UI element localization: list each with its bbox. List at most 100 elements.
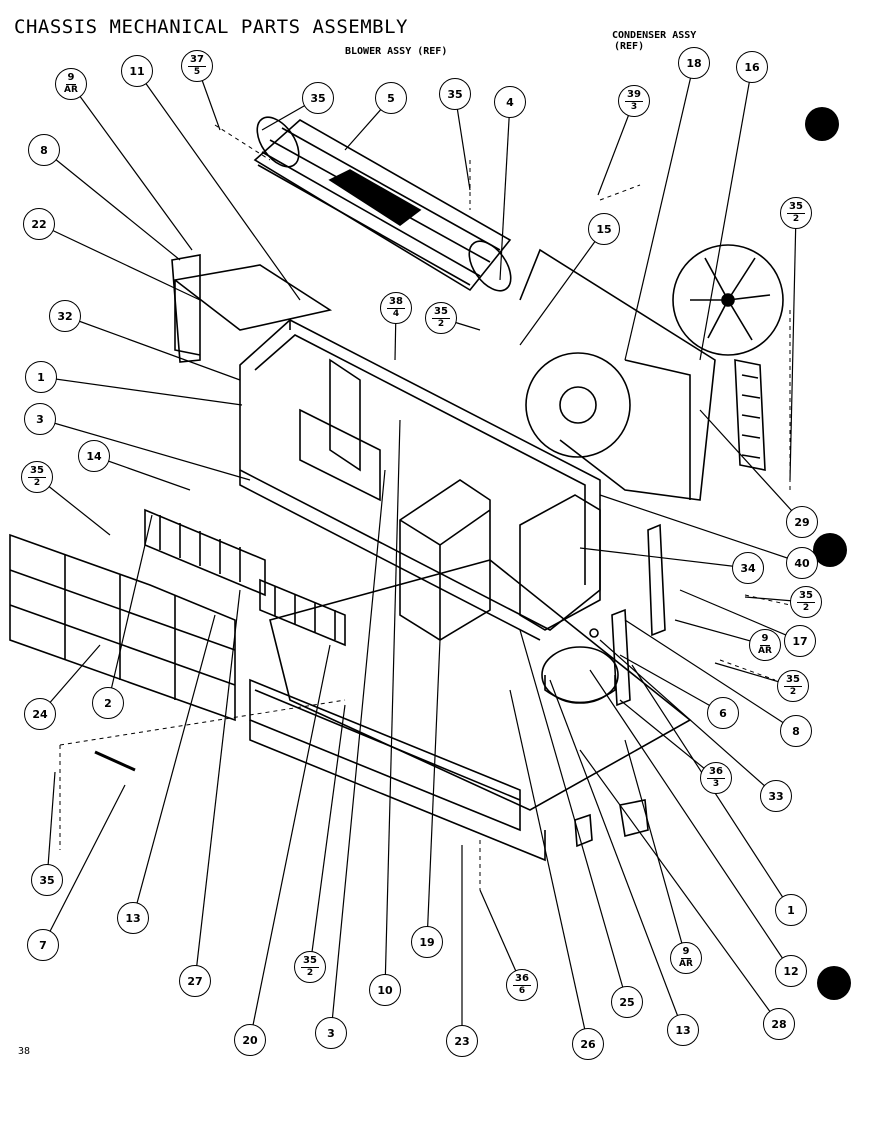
callout-leader-23 (579, 547, 749, 569)
callout-part-number: 35 (28, 465, 46, 478)
lower-louver (259, 578, 346, 647)
callout-leader-43 (194, 589, 241, 982)
callout-leader-5 (454, 93, 471, 191)
callout-quantity: AR (758, 646, 772, 656)
part-callout: 1 (25, 361, 57, 393)
callout-part-number: 33 (768, 789, 784, 803)
callout-part-number: 5 (387, 91, 395, 105)
callout-part-number: 29 (794, 515, 810, 529)
leader-lines (36, 62, 807, 1045)
blower-assy-ref-label: BLOWER ASSY (REF) (345, 46, 448, 57)
callout-part-number: 38 (387, 296, 405, 309)
callout-leader-9 (699, 66, 753, 361)
callout-leader-25 (679, 589, 801, 642)
callout-part-number: 35 (301, 955, 319, 968)
callout-quantity: 4 (392, 309, 400, 319)
part-callout: 16 (736, 51, 768, 83)
exploded-parts (9, 116, 791, 890)
diagram-title: CHASSIS MECHANICAL PARTS ASSEMBLY (14, 16, 408, 38)
callout-part-number: 13 (125, 911, 141, 925)
callout-part-number: 36 (707, 766, 725, 779)
callout-leader-34 (46, 771, 56, 881)
callout-part-number: 2 (104, 696, 112, 710)
callout-leader-17 (40, 376, 243, 406)
callout-leader-46 (549, 679, 684, 1031)
punch-hole-bottom (817, 966, 851, 1000)
punch-hole-top (805, 107, 839, 141)
callout-part-number: 7 (39, 938, 47, 952)
callout-leader-19 (93, 455, 191, 491)
callout-part-number: 35 (432, 306, 450, 319)
control-box (399, 479, 491, 641)
callout-part-number: 35 (797, 590, 815, 603)
base-pan (249, 678, 546, 862)
callout-quantity: 2 (789, 687, 797, 697)
callout-part-number: 35 (39, 873, 55, 887)
callout-leader-48 (249, 644, 331, 1041)
callout-part-number: 9 (759, 633, 771, 646)
fan-blade (672, 244, 784, 356)
callout-leader-1 (136, 70, 301, 301)
rail (611, 608, 631, 707)
part-callout: 13 (667, 1014, 699, 1046)
condenser-coil (734, 359, 766, 471)
part-callout: 3 (315, 1017, 347, 1049)
callout-leader-29 (107, 514, 153, 704)
callout-leader-16 (789, 212, 797, 481)
callout-part-number: 27 (187, 974, 203, 988)
part-callout: 2 (92, 687, 124, 719)
callout-part-number: 15 (596, 222, 612, 236)
callout-leader-11 (38, 223, 201, 301)
callout-part-number: 10 (377, 983, 393, 997)
filter-rod (94, 750, 136, 772)
callout-quantity: 3 (630, 102, 638, 112)
punch-hole-middle (813, 533, 847, 567)
motor-bracket (519, 494, 601, 631)
part-callout: 35 (31, 864, 63, 896)
callout-quantity: 5 (193, 67, 201, 77)
callout-part-number: 26 (580, 1037, 596, 1051)
part-callout: 10 (369, 974, 401, 1006)
part-callout: 35 (302, 82, 334, 114)
part-callout: 35 (439, 78, 471, 110)
callout-leader-51 (509, 689, 589, 1045)
part-callout: 12 (775, 955, 807, 987)
callout-part-number: 13 (675, 1023, 691, 1037)
part-callout: 19 (411, 926, 443, 958)
page-number: 38 (18, 1046, 31, 1057)
callout-leader-32 (619, 699, 717, 779)
callout-leader-45 (519, 629, 628, 1003)
part-callout: 23 (446, 1025, 478, 1057)
part-callout: 1 (775, 894, 807, 926)
part-callout: 11 (121, 55, 153, 87)
callout-part-number: 36 (513, 973, 531, 986)
callout-leader-30 (619, 654, 724, 714)
chassis-housing (239, 319, 601, 641)
callout-part-number: 9 (680, 946, 692, 959)
callout-part-number: 8 (40, 143, 48, 157)
callout-leader-6 (499, 101, 511, 281)
part-callout: 8 (28, 134, 60, 166)
callout-leader-14 (64, 315, 241, 381)
callout-leader-35 (42, 784, 126, 946)
callout-part-number: 35 (787, 201, 805, 214)
callout-part-number: 39 (625, 89, 643, 102)
part-callout: 8 (780, 715, 812, 747)
callout-leader-41 (309, 704, 346, 968)
callout-quantity: 2 (437, 319, 445, 329)
part-callout: 4 (494, 86, 526, 118)
callout-part-number: 16 (744, 60, 760, 74)
